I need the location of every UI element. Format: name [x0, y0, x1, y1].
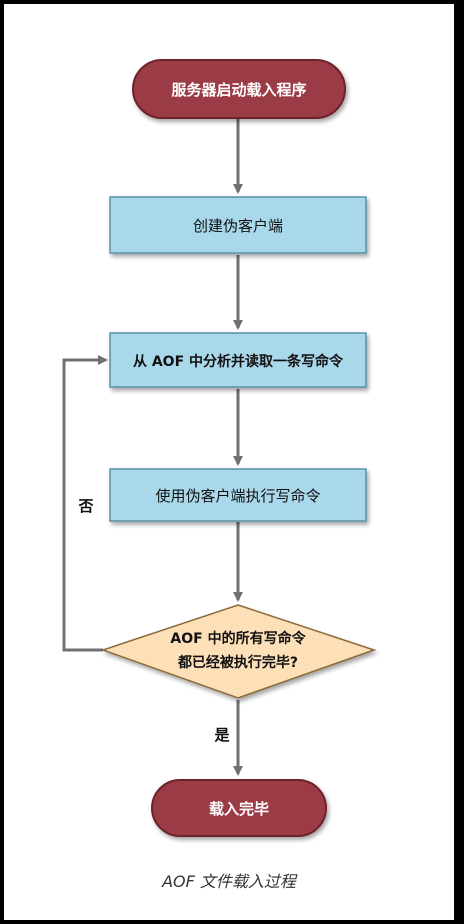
read-command-label: 从 AOF 中分析并读取一条写命令: [133, 353, 344, 370]
read-command-box: [109, 332, 367, 388]
end-label: 载入完毕: [209, 800, 269, 818]
execute-command-label: 使用伪客户端执行写命令: [155, 487, 320, 505]
decision-label-line2: 都已经被执行完毕?: [177, 654, 298, 671]
execute-command-box: [109, 468, 367, 522]
create-client-label: 创建伪客户端: [193, 217, 283, 235]
start-terminal: [132, 59, 346, 119]
page-background: [4, 4, 454, 920]
arrow-loop-back: [62, 355, 108, 652]
figure-caption: AOF 文件载入过程: [162, 872, 296, 891]
start-label: 服务器启动载入程序: [171, 81, 306, 99]
decision-diamond: [100, 604, 377, 699]
end-terminal: [151, 779, 327, 837]
create-client-box: [109, 196, 367, 254]
decision-label-line1: AOF 中的所有写命令: [170, 630, 306, 647]
yes-edge-label: 是: [213, 726, 230, 744]
no-edge-label: 否: [77, 497, 93, 515]
